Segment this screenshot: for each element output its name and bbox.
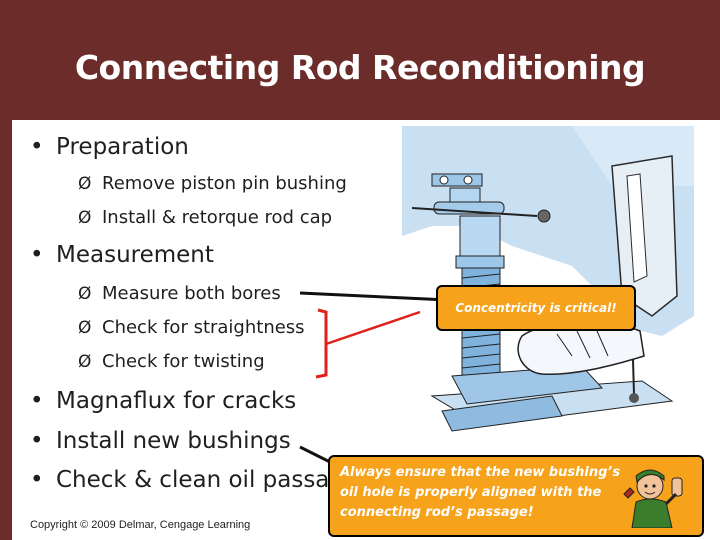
- callout-concentricity: Concentricity is critical!: [436, 285, 636, 331]
- arrow-bullet-icon: Ø: [78, 318, 92, 338]
- arrow-bullet-icon: Ø: [78, 352, 92, 372]
- title-area: Connecting Rod Reconditioning: [12, 18, 708, 118]
- boring-bar-machine-illustration: [402, 126, 694, 432]
- bullet-dot: •: [30, 134, 44, 160]
- bullet-dot: •: [30, 388, 44, 414]
- bullet-dot: •: [30, 467, 44, 493]
- bullet-magnaflux: • Magnaflux for cracks: [30, 388, 296, 414]
- bullet-text: Check & clean oil passa: [56, 467, 330, 493]
- bullet-oil-passages: • Check & clean oil passa: [30, 467, 329, 493]
- bullet-text: Install new bushings: [56, 428, 291, 454]
- technician-thumbs-up-icon: [620, 464, 692, 528]
- arrow-bullet-icon: Ø: [78, 208, 92, 228]
- bullet-dot: •: [30, 242, 44, 268]
- arrow-bullet-icon: Ø: [78, 284, 92, 304]
- bullet-text: Preparation: [56, 134, 189, 160]
- bullet-measurement: • Measurement: [30, 242, 214, 268]
- bullet-text: Magnaflux for cracks: [56, 388, 297, 414]
- arrow-bullet-icon: Ø: [78, 174, 92, 194]
- bullet-text: Measurement: [56, 242, 214, 268]
- bullet-dot: •: [30, 428, 44, 454]
- copyright-notice: Copyright © 2009 Delmar, Cengage Learnin…: [30, 519, 251, 531]
- bullet-preparation: • Preparation: [30, 134, 189, 160]
- bullet-install-bushings: • Install new bushings: [30, 428, 291, 454]
- slide-title: Connecting Rod Reconditioning: [74, 48, 646, 87]
